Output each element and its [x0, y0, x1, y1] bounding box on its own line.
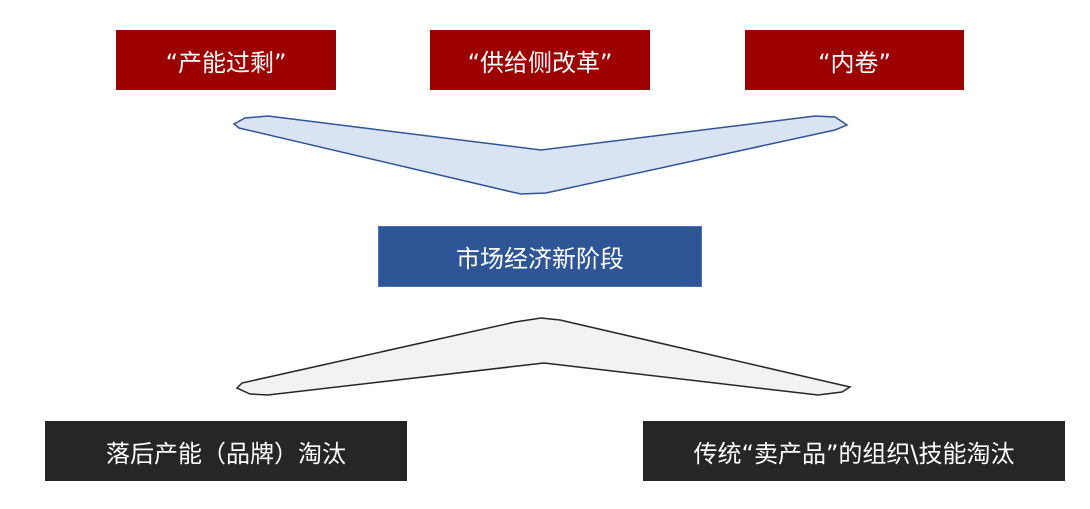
bottom-box-traditional-organization: 传统“卖产品”的组织\技能淘汰	[643, 421, 1065, 481]
top-box-label: “内卷”	[818, 48, 891, 77]
center-box-new-market-stage: 市场经济新阶段	[378, 226, 702, 287]
top-box-involution: “内卷”	[745, 30, 964, 90]
top-box-overcapacity: “产能过剩”	[116, 30, 336, 90]
top-box-label: “供给侧改革”	[467, 48, 613, 77]
bottom-box-outdated-capacity: 落后产能（品牌）淘汰	[45, 421, 407, 481]
center-label: 市场经济新阶段	[456, 245, 624, 273]
bottom-box-label: 传统“卖产品”的组织\技能淘汰	[693, 439, 1015, 468]
bottom-box-label: 落后产能（品牌）淘汰	[106, 439, 346, 468]
top-box-label: “产能过剩”	[165, 48, 287, 77]
diverging-chevron-arrow	[235, 317, 852, 396]
top-box-supply-side-reform: “供给侧改革”	[430, 30, 650, 90]
converging-chevron-arrow	[232, 115, 849, 195]
